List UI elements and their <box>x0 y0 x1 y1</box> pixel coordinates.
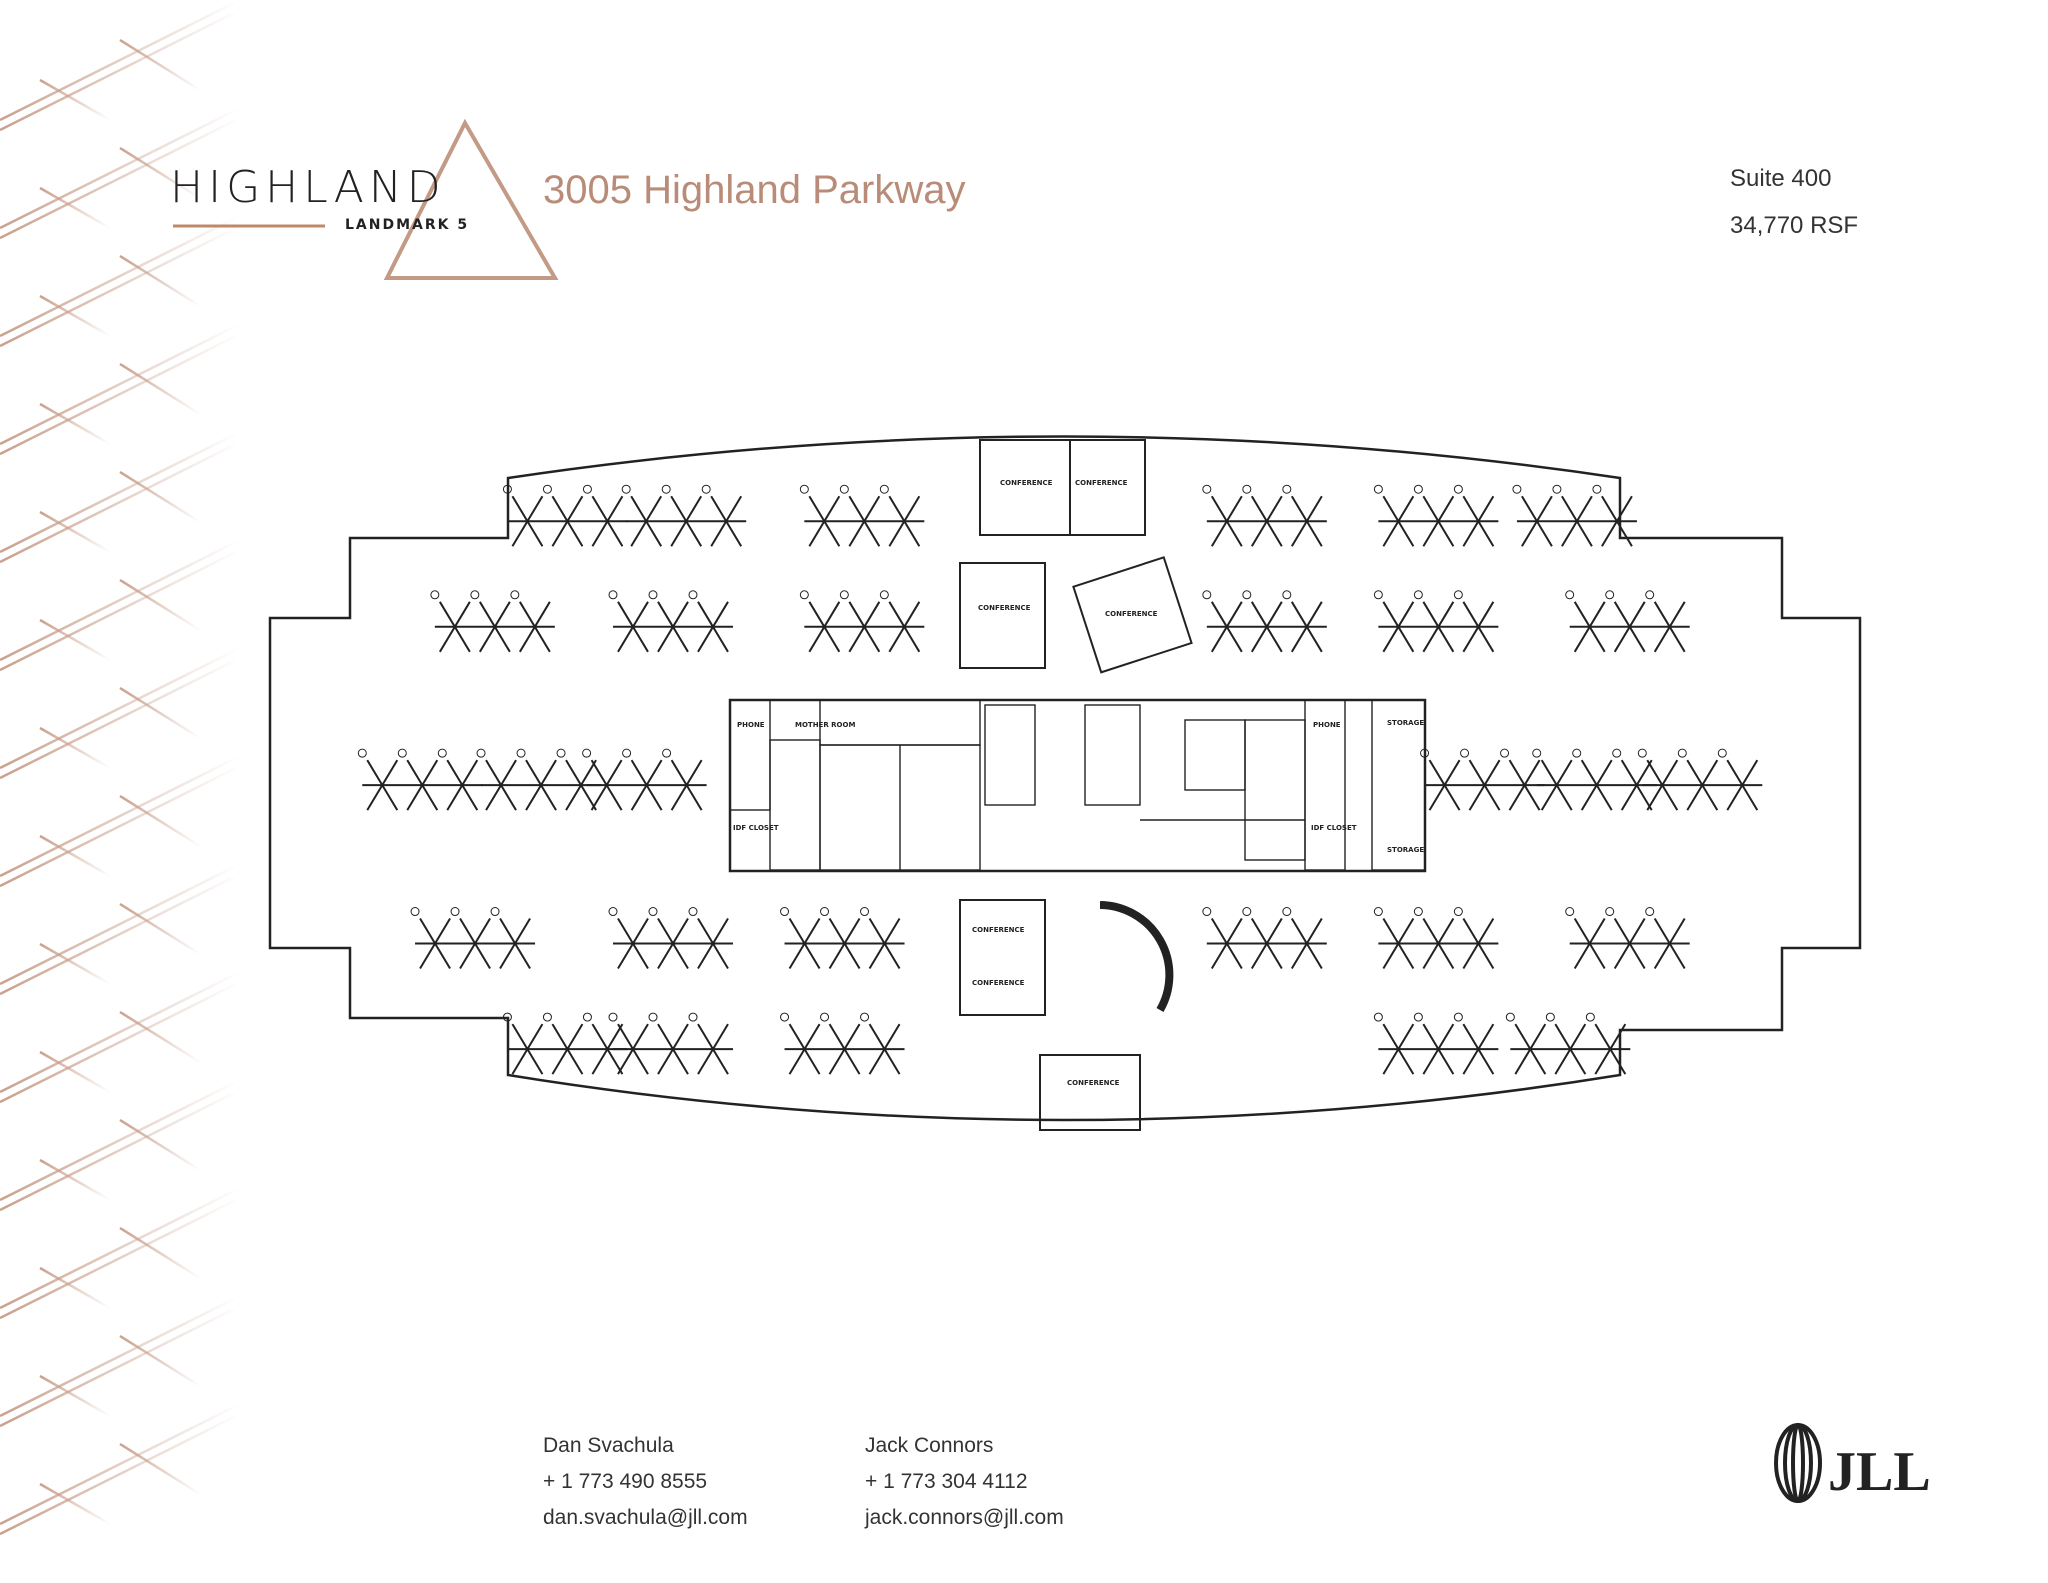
suite-number: Suite 400 <box>1730 165 1832 192</box>
workstation-cluster <box>608 590 733 653</box>
label-conference-7: CONFERENCE <box>1075 479 1128 487</box>
label-idf-left: IDF CLOSET <box>733 824 779 832</box>
workstation-cluster <box>780 907 905 970</box>
contact-phone[interactable]: + 1 773 304 4112 <box>865 1470 1028 1493</box>
contact-phone[interactable]: + 1 773 490 8555 <box>543 1470 708 1493</box>
label-storage-top: STORAGE <box>1387 719 1424 727</box>
decorative-lattice-pattern <box>0 0 240 1583</box>
workstation-cluster <box>582 748 707 811</box>
workstation-cluster <box>621 484 747 547</box>
rentable-area: 34,770 RSF <box>1730 212 1859 239</box>
workstation-cluster <box>1505 1012 1631 1075</box>
workstation-cluster <box>1373 484 1499 547</box>
contact-name: Dan Svachula <box>543 1434 674 1457</box>
label-mother-room: MOTHER ROOM <box>795 721 855 729</box>
label-storage-bottom: STORAGE <box>1387 846 1424 854</box>
workstation-cluster <box>430 590 555 653</box>
contact-dan-svachula: Dan Svachula + 1 773 490 8555 dan.svachu… <box>543 1428 748 1536</box>
label-conference-4: CONFERENCE <box>972 979 1025 987</box>
workstation-cluster <box>1373 590 1499 653</box>
workstation-cluster <box>357 748 483 811</box>
workstation-cluster <box>608 1012 733 1075</box>
workstation-cluster <box>502 484 628 547</box>
workstation-cluster <box>502 1012 628 1075</box>
label-conference-1: CONFERENCE <box>978 604 1031 612</box>
contact-email[interactable]: dan.svachula@jll.com <box>543 1506 748 1529</box>
building-outline <box>268 435 1862 1122</box>
workstation-cluster <box>1512 484 1637 547</box>
label-conference-2: CONFERENCE <box>1105 610 1158 618</box>
label-conference-5: CONFERENCE <box>1067 1079 1120 1087</box>
label-conference-6: CONFERENCE <box>1000 479 1053 487</box>
workstation-cluster <box>1637 748 1763 811</box>
workstation-cluster <box>476 748 602 811</box>
label-idf-right: IDF CLOSET <box>1311 824 1357 832</box>
brand-subtitle: LANDMARK 5 <box>345 217 470 233</box>
workstation-cluster <box>1373 1012 1499 1075</box>
label-phone-left: PHONE <box>737 721 765 729</box>
jll-logo-text: JLL <box>1828 1441 1931 1503</box>
workstation-cluster <box>780 1012 905 1075</box>
label-phone-right: PHONE <box>1313 721 1341 729</box>
workstation-cluster <box>1202 484 1327 547</box>
brand-name: HIGHLAND <box>170 162 446 213</box>
label-conference-3: CONFERENCE <box>972 926 1025 934</box>
workstation-cluster <box>799 484 925 547</box>
property-address: 3005 Highland Parkway <box>543 168 966 212</box>
workstation-cluster <box>608 907 733 970</box>
workstation-cluster <box>1565 907 1690 970</box>
workstation-cluster <box>1565 590 1690 653</box>
workstation-cluster <box>1373 907 1499 970</box>
workstation-cluster <box>1532 748 1657 811</box>
contact-name: Jack Connors <box>865 1434 994 1457</box>
contact-jack-connors: Jack Connors + 1 773 304 4112 jack.conno… <box>865 1428 1064 1536</box>
jll-logo: JLL <box>1774 1423 1931 1503</box>
workstation-cluster <box>1202 907 1327 970</box>
workstation-cluster <box>1420 748 1545 811</box>
workstation-cluster <box>410 907 536 970</box>
contact-email[interactable]: jack.connors@jll.com <box>865 1506 1064 1529</box>
workstation-cluster <box>799 590 925 653</box>
highland-logo-triangle <box>173 118 559 280</box>
workstation-cluster <box>1202 590 1327 653</box>
